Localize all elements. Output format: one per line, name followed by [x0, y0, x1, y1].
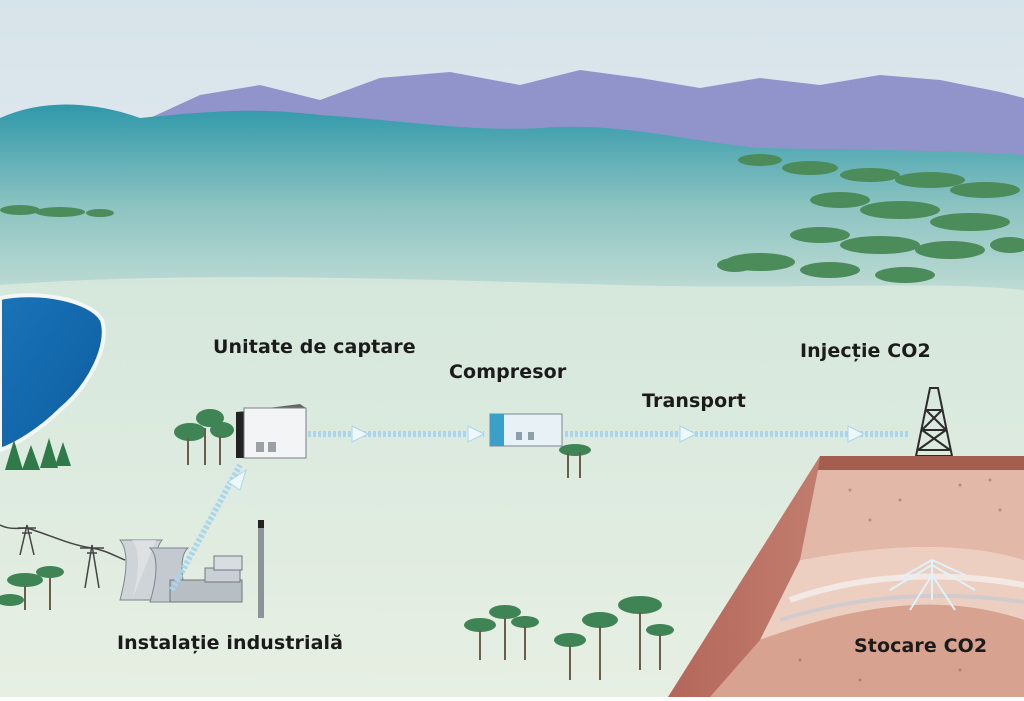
trees-bottom	[0, 566, 674, 680]
lake	[0, 293, 106, 453]
industrial-plant	[118, 520, 264, 618]
storage-label: Stocare CO2	[854, 635, 988, 657]
power-pylons	[0, 524, 126, 589]
trees-capture	[174, 409, 234, 465]
injection-derrick	[914, 387, 954, 457]
injection-label: Injecție CO2	[800, 340, 931, 362]
underground-storage	[668, 456, 1024, 697]
forest-left	[0, 205, 114, 217]
industrial-plant-label: Instalație industrială	[117, 632, 344, 654]
trees-compressor	[559, 444, 591, 478]
compressor-label: Compresor	[449, 361, 567, 383]
compressor-unit	[489, 413, 563, 447]
forest-right	[717, 154, 1024, 283]
capture-unit	[236, 404, 307, 459]
capture-unit-label: Unitate de captare	[213, 336, 416, 358]
trees-lakeside	[5, 438, 71, 470]
transport-label: Transport	[642, 390, 746, 412]
